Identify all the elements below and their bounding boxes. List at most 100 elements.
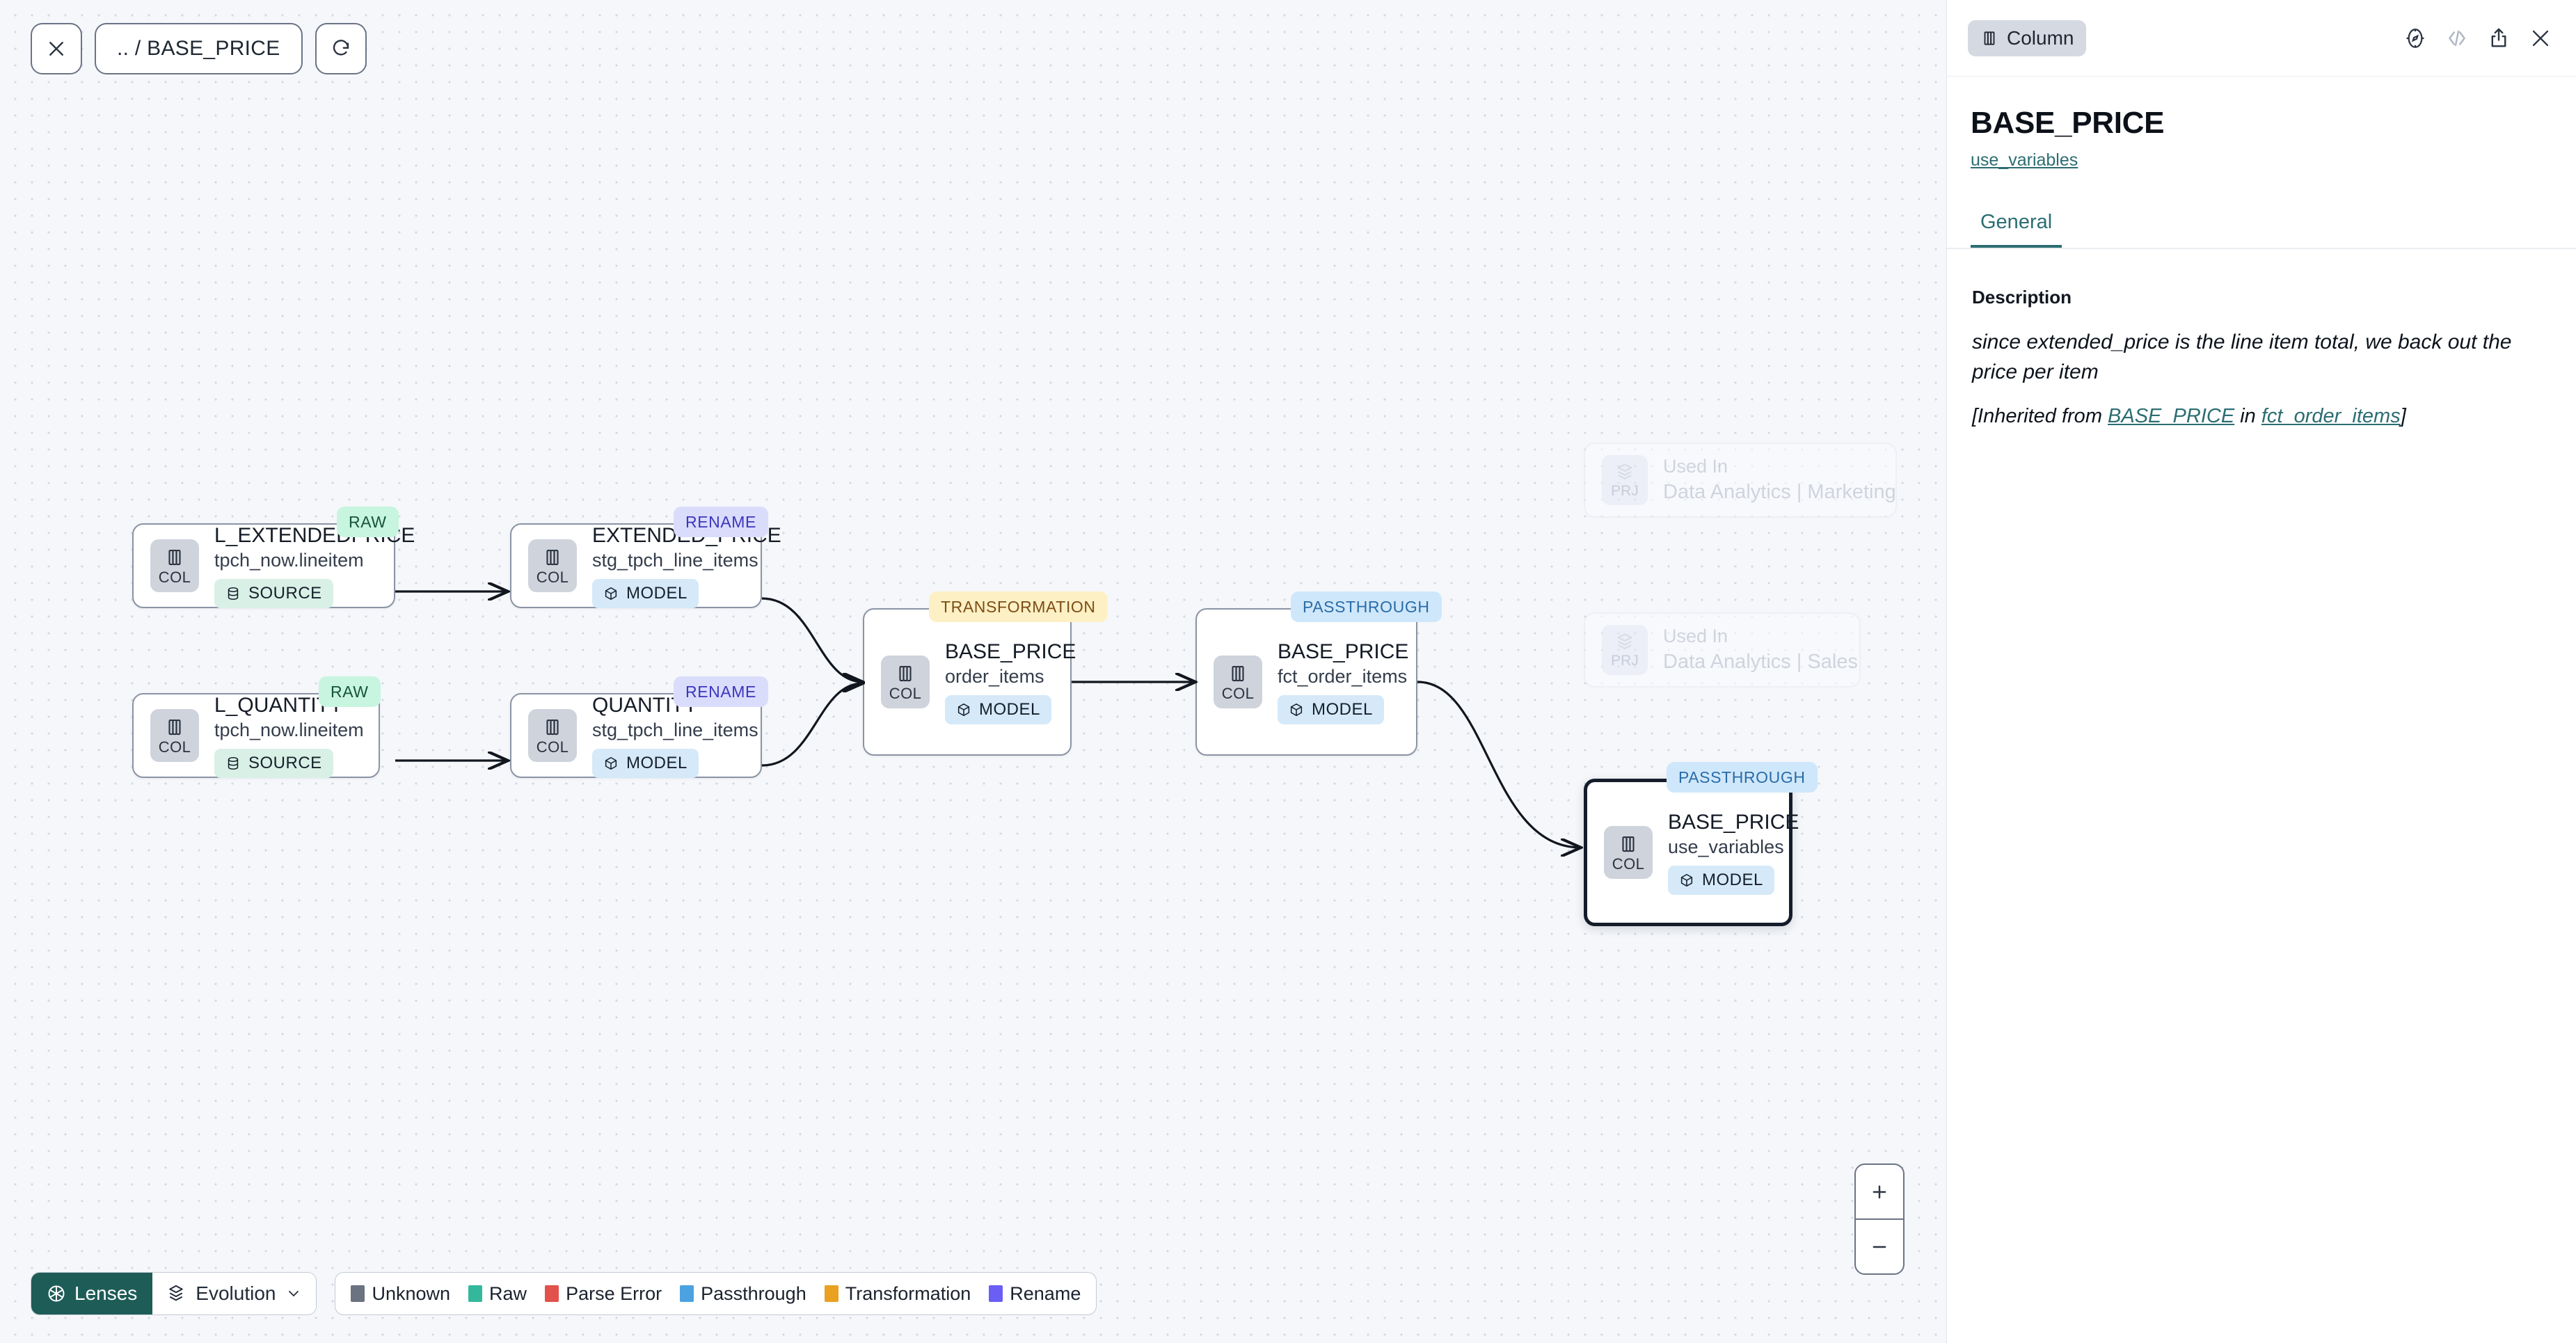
compass-icon bbox=[2406, 28, 2424, 48]
legend-item[interactable]: Passthrough bbox=[680, 1283, 806, 1305]
prj-type-badge: PRJ bbox=[1602, 625, 1648, 675]
used-in-card-marketing[interactable]: PRJ Used In Data Analytics | Marketing bbox=[1584, 443, 1897, 518]
parent-model-link[interactable]: use_variables bbox=[1971, 150, 2078, 170]
node-tag-passthrough: PASSTHROUGH bbox=[1667, 762, 1818, 793]
pill-label: MODEL bbox=[979, 700, 1040, 720]
used-in-name: Data Analytics | Marketing bbox=[1663, 481, 1896, 504]
node-pill-model: MODEL bbox=[592, 749, 699, 779]
node-tag-transformation: TRANSFORMATION bbox=[929, 591, 1108, 622]
project-stack-icon bbox=[1617, 633, 1632, 649]
graph-node-base-price-fct-order-items[interactable]: COL BASE_PRICE fct_order_items MODEL bbox=[1195, 608, 1417, 756]
inherited-column-link[interactable]: BASE_PRICE bbox=[2108, 405, 2235, 428]
tab-general[interactable]: General bbox=[1971, 211, 2062, 248]
graph-node-l-extendedprice[interactable]: COL L_EXTENDEDPRICE tpch_now.lineitem SO… bbox=[132, 523, 415, 609]
legend-item[interactable]: Parse Error bbox=[545, 1283, 662, 1305]
node-subtitle: fct_order_items bbox=[1278, 666, 1408, 688]
legend-label: Transformation bbox=[845, 1282, 971, 1304]
share-button[interactable] bbox=[2487, 26, 2511, 50]
entity-type-chip[interactable]: Column bbox=[1968, 19, 2087, 56]
panel-header: Column bbox=[1947, 0, 2576, 77]
pill-label: MODEL bbox=[626, 754, 687, 773]
column-icon bbox=[546, 549, 559, 565]
minus-icon bbox=[1873, 1246, 1886, 1248]
panel-tabs: General bbox=[1947, 211, 2576, 249]
pill-label: MODEL bbox=[626, 584, 687, 603]
node-title: BASE_PRICE bbox=[1278, 639, 1409, 663]
legend-item[interactable]: Rename bbox=[989, 1283, 1081, 1305]
panel-header-actions bbox=[2403, 26, 2552, 50]
node-tag-raw: RAW bbox=[319, 676, 381, 707]
col-type-badge: COL bbox=[1214, 655, 1262, 708]
lenses-button[interactable]: Lenses bbox=[31, 1273, 153, 1314]
column-icon bbox=[1984, 31, 1995, 45]
node-pill-model: MODEL bbox=[592, 579, 699, 609]
node-tag-rename: RENAME bbox=[674, 676, 769, 707]
lineage-canvas[interactable]: .. / BASE_PRICE RAW COL L_EXTENDEDPRICE … bbox=[0, 0, 1946, 1343]
pill-label: SOURCE bbox=[248, 584, 322, 603]
col-badge-label: COL bbox=[1221, 684, 1255, 702]
node-title: BASE_PRICE bbox=[945, 639, 1076, 663]
breadcrumb[interactable]: .. / BASE_PRICE bbox=[95, 23, 303, 74]
description-text: since extended_price is the line item to… bbox=[1972, 331, 2512, 383]
legend-label: Unknown bbox=[372, 1282, 451, 1304]
node-pill-source: SOURCE bbox=[214, 579, 333, 609]
close-lineage-button[interactable] bbox=[31, 23, 82, 74]
pill-label: SOURCE bbox=[248, 754, 322, 773]
legend-item[interactable]: Transformation bbox=[824, 1282, 971, 1305]
graph-node-base-price-use-variables[interactable]: COL BASE_PRICE use_variables MODEL bbox=[1584, 779, 1799, 926]
cube-icon bbox=[1680, 874, 1693, 887]
legend-swatch bbox=[680, 1285, 694, 1302]
graph-node-l-quantity[interactable]: COL L_QUANTITY tpch_now.lineitem SOURCE bbox=[132, 693, 380, 779]
share-icon bbox=[2491, 28, 2506, 47]
col-type-badge: COL bbox=[1604, 826, 1653, 879]
node-body: BASE_PRICE use_variables MODEL bbox=[1668, 810, 1799, 896]
pill-label: MODEL bbox=[1702, 871, 1763, 890]
legend-item[interactable]: Raw bbox=[468, 1283, 527, 1305]
refresh-button[interactable] bbox=[315, 23, 367, 74]
node-pill-model: MODEL bbox=[1668, 866, 1774, 896]
close-x-icon bbox=[49, 42, 63, 56]
legend-label: Parse Error bbox=[566, 1282, 662, 1304]
zoom-controls bbox=[1854, 1163, 1905, 1275]
evolution-dropdown[interactable]: Evolution bbox=[152, 1273, 317, 1314]
legend-swatch bbox=[351, 1285, 365, 1302]
graph-node-quantity[interactable]: COL QUANTITY stg_tpch_line_items MODEL bbox=[510, 693, 762, 779]
column-icon bbox=[546, 719, 559, 735]
node-body: BASE_PRICE fct_order_items MODEL bbox=[1278, 639, 1409, 725]
prj-type-badge: PRJ bbox=[1602, 455, 1648, 505]
inherited-model-link[interactable]: fct_order_items bbox=[2261, 405, 2401, 428]
lenses-label: Lenses bbox=[74, 1282, 138, 1304]
entity-type-label: Column bbox=[2007, 26, 2074, 49]
zoom-out-button[interactable] bbox=[1856, 1218, 1903, 1273]
layers-icon bbox=[169, 1285, 184, 1301]
close-icon bbox=[2532, 30, 2549, 46]
view-code-button[interactable] bbox=[2445, 26, 2469, 50]
database-icon bbox=[228, 757, 239, 770]
legend-item[interactable]: Unknown bbox=[351, 1283, 450, 1305]
col-badge-label: COL bbox=[536, 568, 569, 586]
graph-node-base-price-order-items[interactable]: COL BASE_PRICE order_items MODEL bbox=[863, 608, 1076, 756]
canvas-toolbar: .. / BASE_PRICE bbox=[31, 23, 367, 74]
close-panel-button[interactable] bbox=[2529, 26, 2552, 50]
used-in-label: Used In bbox=[1663, 626, 1728, 647]
explore-button[interactable] bbox=[2403, 26, 2427, 50]
page-title: BASE_PRICE bbox=[1971, 106, 2165, 140]
used-in-card-sales[interactable]: PRJ Used In Data Analytics | Sales bbox=[1584, 612, 1861, 688]
node-subtitle: stg_tpch_line_items bbox=[592, 550, 758, 571]
col-badge-label: COL bbox=[158, 738, 191, 756]
legend-swatch bbox=[824, 1285, 838, 1302]
node-tag-rename: RENAME bbox=[674, 507, 769, 537]
node-tag-raw: RAW bbox=[337, 507, 399, 537]
node-tag-passthrough: PASSTHROUGH bbox=[1291, 591, 1442, 622]
node-subtitle: order_items bbox=[945, 666, 1044, 688]
evolution-label: Evolution bbox=[196, 1282, 276, 1304]
aperture-icon bbox=[48, 1285, 65, 1302]
node-pill-model: MODEL bbox=[1278, 695, 1384, 725]
node-body: BASE_PRICE order_items MODEL bbox=[945, 639, 1076, 725]
legend-swatch bbox=[989, 1285, 1003, 1302]
project-stack-icon bbox=[1617, 463, 1632, 479]
col-badge-label: COL bbox=[536, 738, 569, 756]
chevron-down-icon bbox=[289, 1291, 299, 1297]
inherited-note: [Inherited from BASE_PRICE in fct_order_… bbox=[1972, 405, 2551, 428]
zoom-in-button[interactable] bbox=[1856, 1165, 1903, 1218]
